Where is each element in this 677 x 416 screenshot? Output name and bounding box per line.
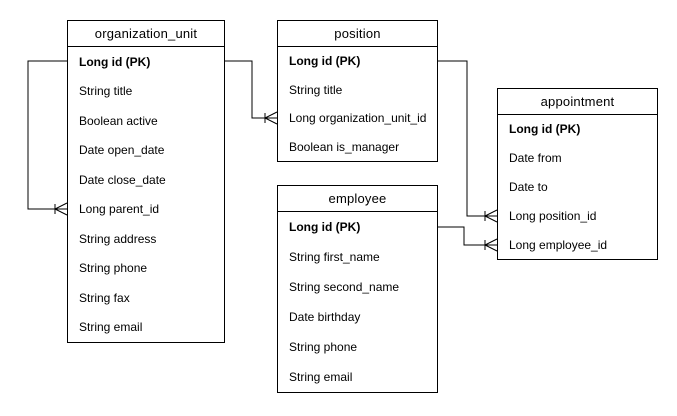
attribute-row-parent-id: Long parent_id — [79, 202, 160, 217]
attribute-row-id: Long id (PK) — [509, 122, 581, 137]
attribute-row-to: Date to — [509, 179, 548, 194]
attribute-list-organization-unit: Long id (PK) String title Boolean active… — [68, 47, 224, 342]
attribute-row-position-id: Long position_id — [509, 208, 597, 223]
attribute-row-email: String email — [289, 370, 353, 384]
attribute-row-is-manager: Boolean is_manager — [289, 139, 400, 154]
attribute-list-appointment: Long id (PK) Date from Date to Long posi… — [498, 115, 657, 259]
attribute-row-open-date: Date open_date — [79, 143, 165, 158]
connector-orgunit-self-parent[interactable] — [27, 60, 68, 216]
attribute-row-from: Date from — [509, 151, 562, 166]
attribute-row-employee-id: Long employee_id — [509, 237, 608, 252]
attribute-row-email: String email — [79, 320, 143, 335]
connector-position-appointment[interactable] — [438, 60, 498, 223]
connector-employee-appointment[interactable] — [438, 226, 498, 252]
attribute-row-birthday: Date birthday — [289, 310, 361, 324]
attribute-list-employee: Long id (PK) String first_name String se… — [278, 212, 437, 392]
attribute-row-address: String address — [79, 231, 157, 246]
attribute-row-id: Long id (PK) — [289, 54, 361, 69]
attribute-row-title: String title — [289, 82, 343, 97]
entity-organization-unit[interactable]: organization_unit Long id (PK) String ti… — [67, 20, 225, 343]
connector-orgunit-position[interactable] — [225, 60, 278, 125]
attribute-row-active: Boolean active — [79, 113, 158, 128]
attribute-row-phone: String phone — [289, 340, 358, 354]
entity-employee[interactable]: employee Long id (PK) String first_name … — [277, 185, 438, 393]
entity-title-employee: employee — [278, 186, 437, 212]
attribute-list-position: Long id (PK) String title Long organizat… — [278, 47, 437, 161]
attribute-row-fax: String fax — [79, 290, 130, 305]
attribute-row-id: Long id (PK) — [79, 54, 151, 69]
entity-position[interactable]: position Long id (PK) String title Long … — [277, 20, 438, 162]
attribute-row-first-name: String first_name — [289, 250, 380, 264]
entity-appointment[interactable]: appointment Long id (PK) Date from Date … — [497, 88, 658, 260]
entity-title-position: position — [278, 21, 437, 47]
attribute-row-title: String title — [79, 84, 133, 99]
attribute-row-id: Long id (PK) — [289, 220, 361, 234]
entity-title-appointment: appointment — [498, 89, 657, 115]
attribute-row-second-name: String second_name — [289, 280, 400, 294]
attribute-row-organization-unit-id: Long organization_unit_id — [289, 111, 427, 126]
entity-title-organization-unit: organization_unit — [68, 21, 224, 47]
attribute-row-close-date: Date close_date — [79, 172, 166, 187]
attribute-row-phone: String phone — [79, 261, 148, 276]
